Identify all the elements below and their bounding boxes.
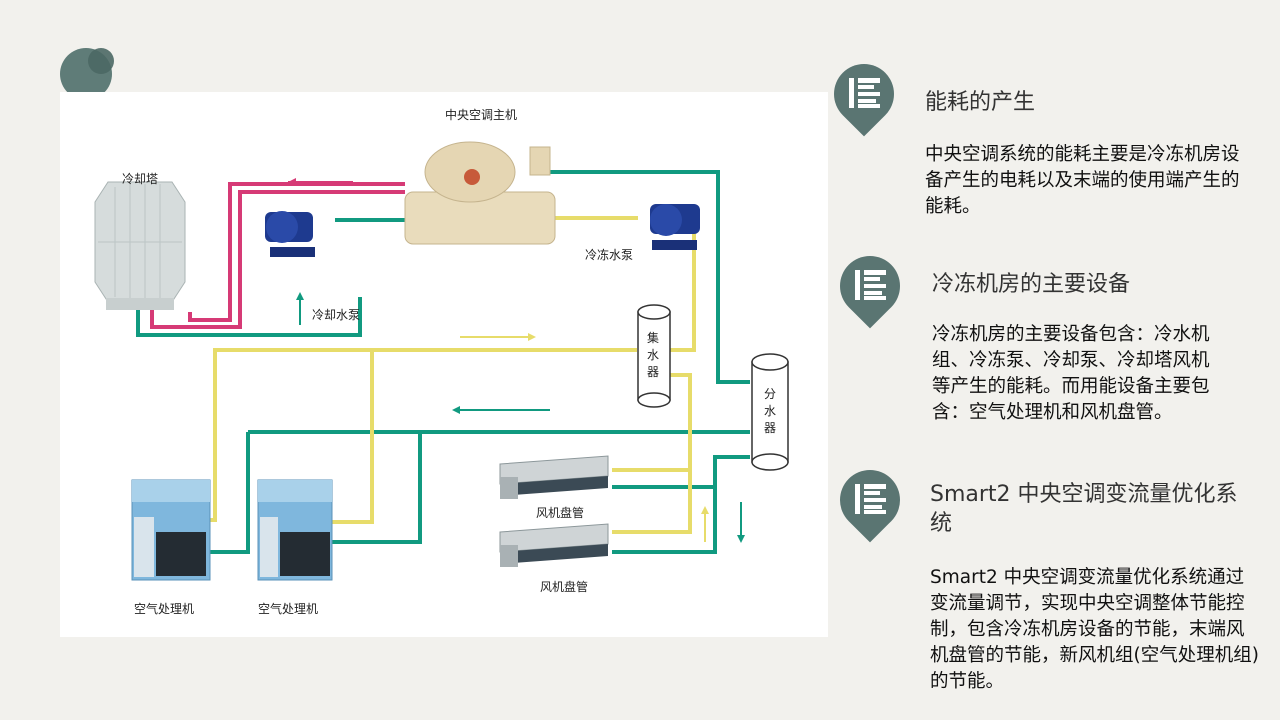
cooling-pipes xyxy=(150,182,405,329)
label-fan-coil-2: 风机盘管 xyxy=(540,580,589,594)
section-title-chiller-room-equipment: 冷冻机房的主要设备 xyxy=(932,272,1131,297)
hvac-system-diagram: 中央空调主机 冷却塔 冷冻水泵 冷却水泵 集水器 分水器 风机盘管 风机盘管 空… xyxy=(60,92,828,637)
supply-pipes xyxy=(136,170,750,554)
label-chiller: 中央空调主机 xyxy=(445,108,518,122)
section-body-chiller-room-equipment: 冷冻机房的主要设备包含：冷水机组、冷冻泵、冷却泵、冷却塔风机等产生的能耗。而用能… xyxy=(932,324,1210,423)
section-body-energy-consumption: 中央空调系统的能耗主要是冷冻机房设备产生的电耗以及末端的使用端产生的能耗。 xyxy=(925,144,1240,217)
label-cooling-tower: 冷却塔 xyxy=(122,172,159,186)
chilled-water-pump xyxy=(650,204,700,250)
water-distributor xyxy=(751,353,789,471)
chiller-unit xyxy=(404,141,556,245)
list-icon xyxy=(855,484,886,514)
fan-coil-unit-1 xyxy=(499,455,609,499)
label-fan-coil-1: 风机盘管 xyxy=(536,506,585,520)
label-water-distributor: 分水器 xyxy=(763,387,776,435)
cooling-water-pump xyxy=(265,211,315,257)
water-collector xyxy=(637,304,671,408)
air-handling-unit-1 xyxy=(131,479,211,581)
label-water-collector: 集水器 xyxy=(646,331,659,379)
return-pipes xyxy=(210,207,696,534)
section-title-smart2-system: Smart2 中央空调变流量优化系统 xyxy=(930,482,1238,536)
label-ahu-1: 空气处理机 xyxy=(134,602,195,616)
flow-arrows xyxy=(288,178,745,543)
section-title-energy-consumption: 能耗的产生 xyxy=(925,90,1036,115)
list-icon xyxy=(849,78,880,108)
fan-coil-unit-2 xyxy=(499,523,609,567)
air-handling-unit-2 xyxy=(257,479,333,581)
cooling-tower xyxy=(94,181,186,310)
pipe-network xyxy=(94,141,789,581)
list-icon xyxy=(855,270,886,300)
label-ahu-2: 空气处理机 xyxy=(258,602,319,616)
section-body-smart2-system: Smart2 中央空调变流量优化系统通过变流量调节，实现中央空调整体节能控制，包… xyxy=(930,567,1259,692)
label-cooling-pump: 冷却水泵 xyxy=(312,308,361,322)
label-chilled-pump: 冷冻水泵 xyxy=(585,248,634,262)
decorative-circle-small xyxy=(88,48,114,74)
